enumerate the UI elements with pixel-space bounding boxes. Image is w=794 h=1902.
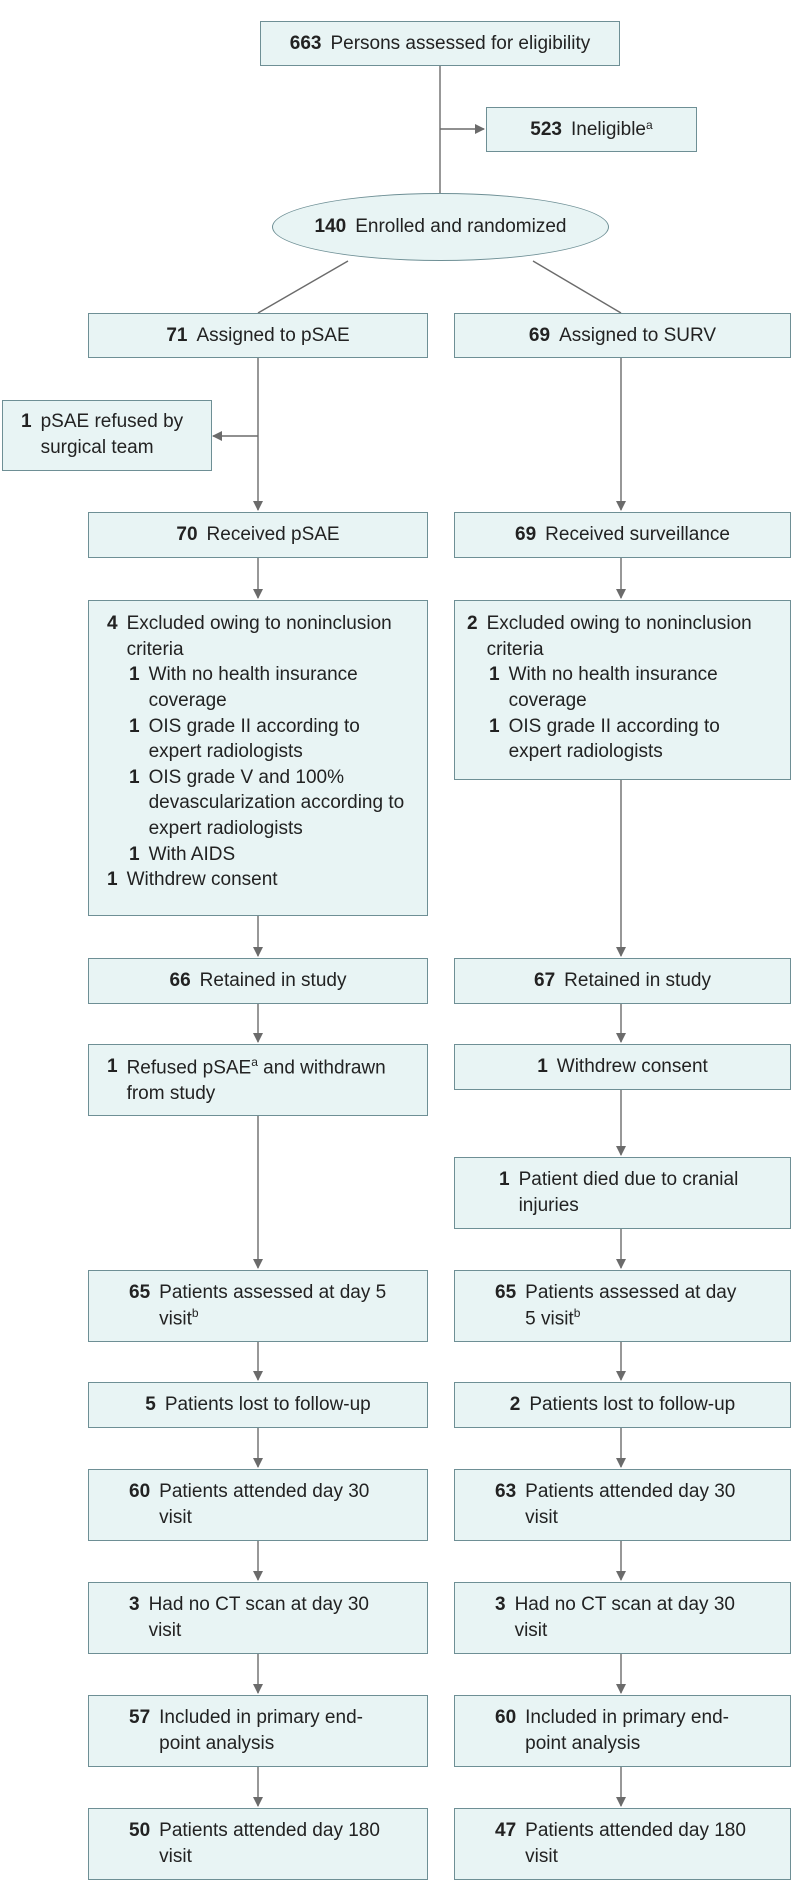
enrolled-ellipse: 140 Enrolled and randomized	[272, 193, 609, 261]
surv-day30-label: Patients attended day 30 visit	[525, 1481, 736, 1528]
psae-lost-box: 5 Patients lost to follow-up	[88, 1382, 428, 1428]
surv-day5-count: 65	[495, 1281, 517, 1303]
surv-day30-count: 63	[495, 1481, 517, 1503]
ineligible-count: 523	[530, 118, 562, 140]
psae-received-label: Received pSAE	[206, 524, 340, 546]
surv-excluded-header: 2 Excluded owing to noninclusion criteria	[467, 611, 776, 662]
surv-day30-box: 63 Patients attended day 30 visit	[454, 1469, 791, 1541]
psae-excluded-header: 4 Excluded owing to noninclusion criteria	[107, 611, 413, 662]
psae-refused-team-label: pSAE refused by surgical team	[40, 411, 184, 458]
surv-primary-label: Included in primary end-point analysis	[525, 1707, 729, 1754]
psae-excluded-label: Excluded owing to noninclusion criteria	[126, 613, 392, 660]
enrolled-count: 140	[314, 216, 347, 237]
psae-refused-team-count: 1	[21, 411, 32, 432]
psae-excluded-box: 4 Excluded owing to noninclusion criteria…	[88, 600, 428, 916]
surv-day180-label: Patients attended day 180 visit	[525, 1820, 746, 1867]
connector-enrolled-surv	[532, 260, 622, 314]
psae-day180-label: Patients attended day 180 visit	[159, 1820, 380, 1867]
psae-refused-team-box: 1 pSAE refused by surgical team	[2, 400, 212, 471]
surv-withdrew-count: 1	[537, 1056, 548, 1078]
assessed-label: Persons assessed for eligibility	[330, 32, 591, 54]
surv-assigned-label: Assigned to SURV	[559, 324, 717, 346]
psae-day180-box: 50 Patients attended day 180 visit	[88, 1808, 428, 1880]
surv-died-count: 1	[499, 1169, 510, 1191]
surv-received-label: Received surveillance	[545, 524, 730, 546]
psae-primary-label: Included in primary end-point analysis	[159, 1707, 363, 1754]
surv-received-box: 69 Received surveillance	[454, 512, 791, 558]
surv-retained-label: Retained in study	[564, 970, 711, 992]
surv-excluded-box: 2 Excluded owing to noninclusion criteria…	[454, 600, 791, 780]
psae-day5-box: 65 Patients assessed at day 5 visitb	[88, 1270, 428, 1342]
psae-refused-withdrawn-label: Refused pSAEa and withdrawn from study	[126, 1055, 386, 1104]
psae-refused-withdrawn-count: 1	[107, 1056, 118, 1077]
surv-assigned-box: 69 Assigned to SURV	[454, 313, 791, 358]
surv-died-label: Patient died due to cranial injuries	[518, 1169, 739, 1216]
surv-withdrew-box: 1 Withdrew consent	[454, 1044, 791, 1090]
surv-died-box: 1 Patient died due to cranial injuries	[454, 1157, 791, 1229]
psae-received-count: 70	[176, 524, 198, 546]
psae-day5-count: 65	[129, 1281, 151, 1303]
psae-lost-label: Patients lost to follow-up	[164, 1394, 371, 1416]
surv-retained-count: 67	[534, 970, 556, 992]
surv-excluded-label: Excluded owing to noninclusion criteria	[486, 613, 752, 660]
psae-day30-box: 60 Patients attended day 30 visit	[88, 1469, 428, 1541]
psae-noct-label: Had no CT scan at day 30 visit	[148, 1594, 369, 1641]
ineligible-label: Ineligible	[571, 118, 646, 140]
surv-lost-label: Patients lost to follow-up	[529, 1394, 736, 1416]
psae-day30-count: 60	[129, 1481, 151, 1503]
surv-primary-box: 60 Included in primary end-point analysis	[454, 1695, 791, 1767]
surv-noct-count: 3	[495, 1594, 506, 1616]
psae-assigned-label: Assigned to pSAE	[196, 324, 350, 346]
psae-assigned-count: 71	[166, 324, 188, 346]
surv-primary-count: 60	[495, 1707, 517, 1729]
ineligible-footnote: a	[646, 117, 653, 132]
psae-primary-box: 57 Included in primary end-point analysis	[88, 1695, 428, 1767]
psae-retained-box: 66 Retained in study	[88, 958, 428, 1004]
psae-primary-count: 57	[129, 1707, 151, 1729]
psae-day180-count: 50	[129, 1820, 151, 1842]
surv-noct-label: Had no CT scan at day 30 visit	[514, 1594, 735, 1641]
surv-lost-count: 2	[509, 1394, 521, 1416]
surv-day5-label: Patients assessed at day 5 visitb	[525, 1281, 737, 1330]
psae-day5-label: Patients assessed at day 5 visitb	[159, 1281, 387, 1330]
psae-retained-count: 66	[169, 970, 191, 992]
psae-noct-box: 3 Had no CT scan at day 30 visit	[88, 1582, 428, 1654]
psae-assigned-box: 71 Assigned to pSAE	[88, 313, 428, 358]
assessed-box: 663 Persons assessed for eligibility	[260, 21, 620, 66]
surv-received-count: 69	[515, 524, 537, 546]
surv-day180-box: 47 Patients attended day 180 visit	[454, 1808, 791, 1880]
connector-enrolled-psae	[257, 260, 349, 314]
psae-noct-count: 3	[129, 1594, 140, 1616]
enrolled-label: Enrolled and randomized	[355, 216, 567, 237]
surv-assigned-count: 69	[528, 324, 551, 346]
surv-withdrew-label: Withdrew consent	[556, 1056, 708, 1078]
surv-retained-box: 67 Retained in study	[454, 958, 791, 1004]
assessed-count: 663	[289, 32, 322, 54]
psae-excluded-count: 4	[107, 613, 118, 634]
psae-retained-label: Retained in study	[199, 970, 347, 992]
psae-refused-withdrawn-box: 1 Refused pSAEa and withdrawn from study	[88, 1044, 428, 1116]
surv-day5-box: 65 Patients assessed at day 5 visitb	[454, 1270, 791, 1342]
surv-lost-box: 2 Patients lost to follow-up	[454, 1382, 791, 1428]
surv-noct-box: 3 Had no CT scan at day 30 visit	[454, 1582, 791, 1654]
psae-day30-label: Patients attended day 30 visit	[159, 1481, 370, 1528]
psae-lost-count: 5	[145, 1394, 156, 1416]
surv-excluded-count: 2	[467, 613, 478, 634]
psae-received-box: 70 Received pSAE	[88, 512, 428, 558]
surv-day180-count: 47	[495, 1820, 517, 1842]
